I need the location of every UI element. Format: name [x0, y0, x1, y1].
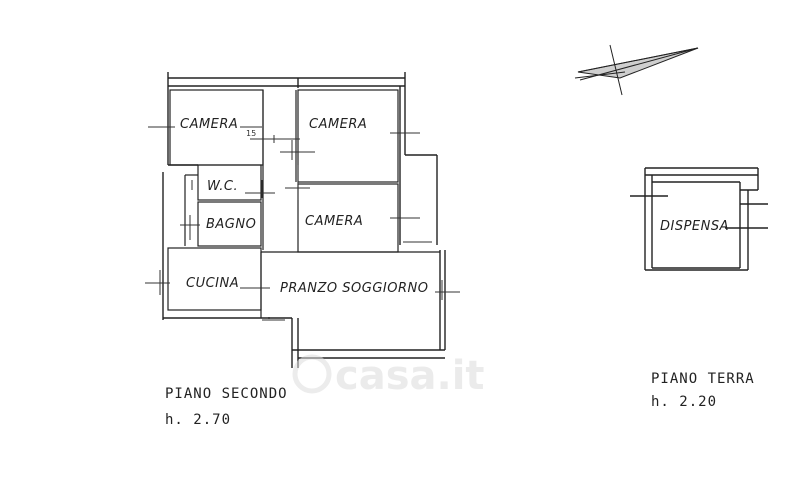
room-label-camera-3: CAMERA [305, 214, 363, 229]
room-label-camera-2: CAMERA [309, 117, 367, 132]
caption-second-floor-height: h. 2.70 [165, 412, 231, 428]
watermark: casa.it [292, 353, 485, 399]
room-label-cucina: CUCINA [186, 276, 239, 291]
caption-second-floor: PIANO SECONDO [165, 386, 288, 402]
room-label-bagno: BAGNO [206, 217, 256, 232]
room-label-pranzo-soggiorno: PRANZO SOGGIORNO [280, 281, 428, 296]
room-label-wc: W.C. [207, 179, 238, 194]
watermark-text: casa.it [335, 353, 485, 399]
ground-floor-walls [630, 167, 768, 271]
room-label-camera-1: CAMERA [180, 117, 238, 132]
caption-ground-floor-height: h. 2.20 [651, 394, 717, 410]
annotation-mark: 15 [246, 129, 256, 138]
caption-ground-floor: PIANO TERRA [651, 371, 755, 387]
second-floor-interior-walls [167, 89, 440, 318]
opening-marks [145, 120, 460, 321]
watermark-logo-icon [292, 354, 332, 394]
room-label-dispensa: DISPENSA [660, 219, 729, 234]
north-arrow-icon [574, 44, 699, 96]
